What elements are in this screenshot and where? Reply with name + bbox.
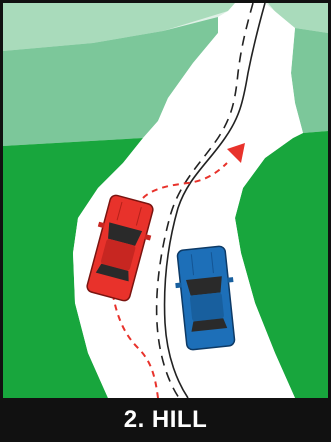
hill-scene (3, 3, 328, 398)
caption-bar: 2. HILL (0, 398, 331, 442)
caption-text: 2. HILL (124, 406, 208, 434)
